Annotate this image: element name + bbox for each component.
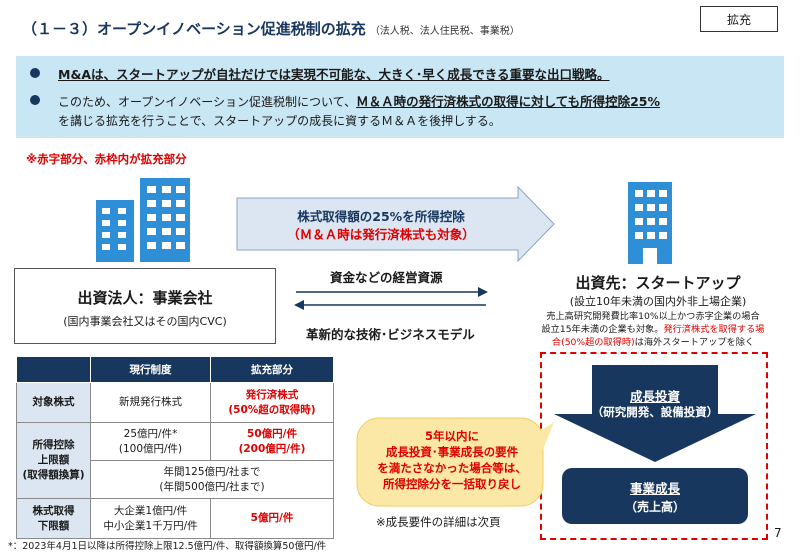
callout-line: 所得控除分を一括取り戻し <box>383 477 521 491</box>
business-growth-box: 事業成長 （売上高） <box>562 468 748 524</box>
cell-line: (100億円/件) <box>118 442 183 455</box>
cell-line: 株式取得 <box>32 504 75 517</box>
summary-line-2: このため、オープンイノベーション促進税制について、Ｍ＆Ａ時の発行済株式の取得に対… <box>58 91 660 110</box>
growth-investment-title: 成長投資 <box>629 389 680 404</box>
callout-line: 成長投資･事業成長の要件 <box>385 445 519 459</box>
investor-subtitle: (国内事業会社又はその国内CVC) <box>63 315 227 328</box>
table-cell: 50億円/件 (200億円/件) <box>210 422 334 461</box>
cell-line: (50%超の取得時) <box>228 403 316 416</box>
status-badge: 拡充 <box>700 6 778 32</box>
table-row: 対象株式 新規発行株式 発行済株式 (50%超の取得時) <box>16 382 334 423</box>
cell-line: 50億円/件 <box>247 427 297 440</box>
table-cell: 5億円/件 <box>210 498 334 539</box>
expansion-note: ※赤字部分、赤枠内が拡充部分 <box>26 152 187 166</box>
startup-condition-3: 合(50%超の取得時)は海外スタートアップを除く <box>520 336 786 349</box>
bullet-icon <box>30 68 40 78</box>
cell-line: 下限額 <box>37 519 70 532</box>
footnote: *：2023年4月1日以降は所得控除上限12.5億円/件、取得額換算50億円/件 <box>8 541 327 552</box>
row-label: 所得控除 上限額 (取得額換算) <box>16 422 91 499</box>
exchange-arrows-icon <box>294 287 488 310</box>
cell-line: 上限額 <box>37 454 70 466</box>
summary-line-3: を講じる拡充を行うことで、スタートアップの成長に資するＭ＆Ａを後押しする。 <box>58 114 501 128</box>
cell-line: (年間500億円/社まで) <box>159 480 265 493</box>
startup-condition-3b: は海外スタートアップを除く <box>634 337 755 348</box>
startup-building-icon <box>628 182 672 264</box>
table-header <box>16 356 91 383</box>
investor-title: 出資法人：事業会社 <box>77 289 213 307</box>
title-text: （１－３）オープンイノベーション促進税制の拡充 <box>22 20 366 38</box>
business-growth-detail: （売上高） <box>624 500 685 514</box>
cell-line: 大企業1億円/件 <box>113 504 188 517</box>
startup-conditions: 売上高研究開発費比率10%以上かつ赤字企業の場合 設立15年未満の企業も対象。発… <box>520 310 786 349</box>
table-cell: 新規発行株式 <box>90 382 211 423</box>
resources-label: 資金などの経営資源 <box>330 270 443 285</box>
growth-investment-detail: （研究開発、設備投資） <box>591 405 719 419</box>
startup-subtitle: (設立10年未満の国内外非上場企業) <box>569 295 747 308</box>
callout-text: 5年以内に 成長投資･事業成長の要件 を満たさなかった場合等は、 所得控除分を一… <box>366 428 538 492</box>
cell-line: 発行済株式 <box>245 388 299 401</box>
startup-condition-1: 売上高研究開発費比率10%以上かつ赤字企業の場合 <box>546 311 760 322</box>
bullet-icon <box>30 95 40 105</box>
deduction-arrow-shape <box>236 186 555 262</box>
table-header: 拡充部分 <box>210 356 334 383</box>
cell-line: (200億円/件) <box>238 442 306 455</box>
down-arrow-shape <box>554 365 756 462</box>
startup-title: 出資先：スタートアップ <box>575 274 741 292</box>
comparison-table: 現行制度 拡充部分 対象株式 新規発行株式 発行済株式 (50%超の取得時) 所… <box>16 356 334 539</box>
startup-condition-3a: 合(50%超の取得時) <box>551 337 635 348</box>
deduction-arrow: 株式取得額の25%を所得控除 （Ｍ＆Ａ時は発行済株式も対象） <box>236 186 556 262</box>
table-cell: 発行済株式 (50%超の取得時) <box>210 382 334 423</box>
summary-box: M&Aは、スタートアップが自社だけでは実現不可能な、大きく･早く成長できる重要な… <box>16 56 784 138</box>
title-subtitle: （法人税、法人住民税、事業税） <box>369 26 520 37</box>
clawback-callout: 5年以内に 成長投資･事業成長の要件 を満たさなかった場合等は、 所得控除分を一… <box>356 414 556 510</box>
callout-shape <box>356 417 554 507</box>
startup-condition-2b: 発行済株式を取得する場 <box>663 324 765 335</box>
summary-line-2-emphasis: Ｍ＆Ａ時の発行済株式の取得に対しても所得控除25% <box>356 94 661 109</box>
table-header-row: 現行制度 拡充部分 <box>16 356 334 383</box>
page-number: 7 <box>774 526 782 540</box>
corporate-building-icon <box>96 178 190 262</box>
investor-box: 出資法人：事業会社 (国内事業会社又はその国内CVC) <box>14 268 276 344</box>
row-label: 株式取得 下限額 <box>16 498 91 539</box>
table-cell: 年間125億円/社まで (年間500億円/社まで) <box>90 460 334 499</box>
innovation-label: 革新的な技術･ビジネスモデル <box>306 327 475 342</box>
row-label: 対象株式 <box>16 382 91 423</box>
cell-line: 年間125億円/社まで <box>163 465 261 478</box>
summary-line-1: M&Aは、スタートアップが自社だけでは実現不可能な、大きく･早く成長できる重要な… <box>58 67 610 82</box>
table-row: 株式取得 下限額 大企業1億円/件 中小企業1千万円/件 5億円/件 <box>16 498 334 539</box>
deduction-note: （Ｍ＆Ａ時は発行済株式も対象） <box>287 227 475 242</box>
startup-condition-2: 設立15年未満の企業も対象。発行済株式を取得する場 <box>520 323 786 336</box>
cell-line: 中小企業1千万円/件 <box>103 519 198 532</box>
deduction-text: 株式取得額の25%を所得控除 <box>297 209 465 224</box>
callout-line: を満たさなかった場合等は、 <box>377 461 527 475</box>
table-header: 現行制度 <box>90 356 211 383</box>
table-row: 年間125億円/社まで (年間500億円/社まで) <box>17 460 334 499</box>
table-row: 所得控除 上限額 (取得額換算) 25億円/件* (100億円/件) 50億円/… <box>16 422 334 499</box>
cell-line: 25億円/件* <box>123 427 178 440</box>
callout-line: 5年以内に <box>424 429 479 443</box>
business-growth-title: 事業成長 <box>629 481 680 496</box>
cell-line: 所得控除 <box>32 439 75 451</box>
page-title: （１－３）オープンイノベーション促進税制の拡充（法人税、法人住民税、事業税） <box>22 18 520 39</box>
summary-line-2-prefix: このため、オープンイノベーション促進税制について、 <box>58 95 357 109</box>
cell-line: (取得額換算) <box>22 469 85 481</box>
table-cell: 大企業1億円/件 中小企業1千万円/件 <box>90 498 211 539</box>
growth-investment-arrow: 成長投資 （研究開発、設備投資） <box>552 364 758 464</box>
table-cell: 25億円/件* (100億円/件) <box>90 422 211 461</box>
startup-condition-2a: 設立15年未満の企業も対象。 <box>541 324 664 335</box>
detail-note: ※成長要件の詳細は次頁 <box>376 515 501 529</box>
